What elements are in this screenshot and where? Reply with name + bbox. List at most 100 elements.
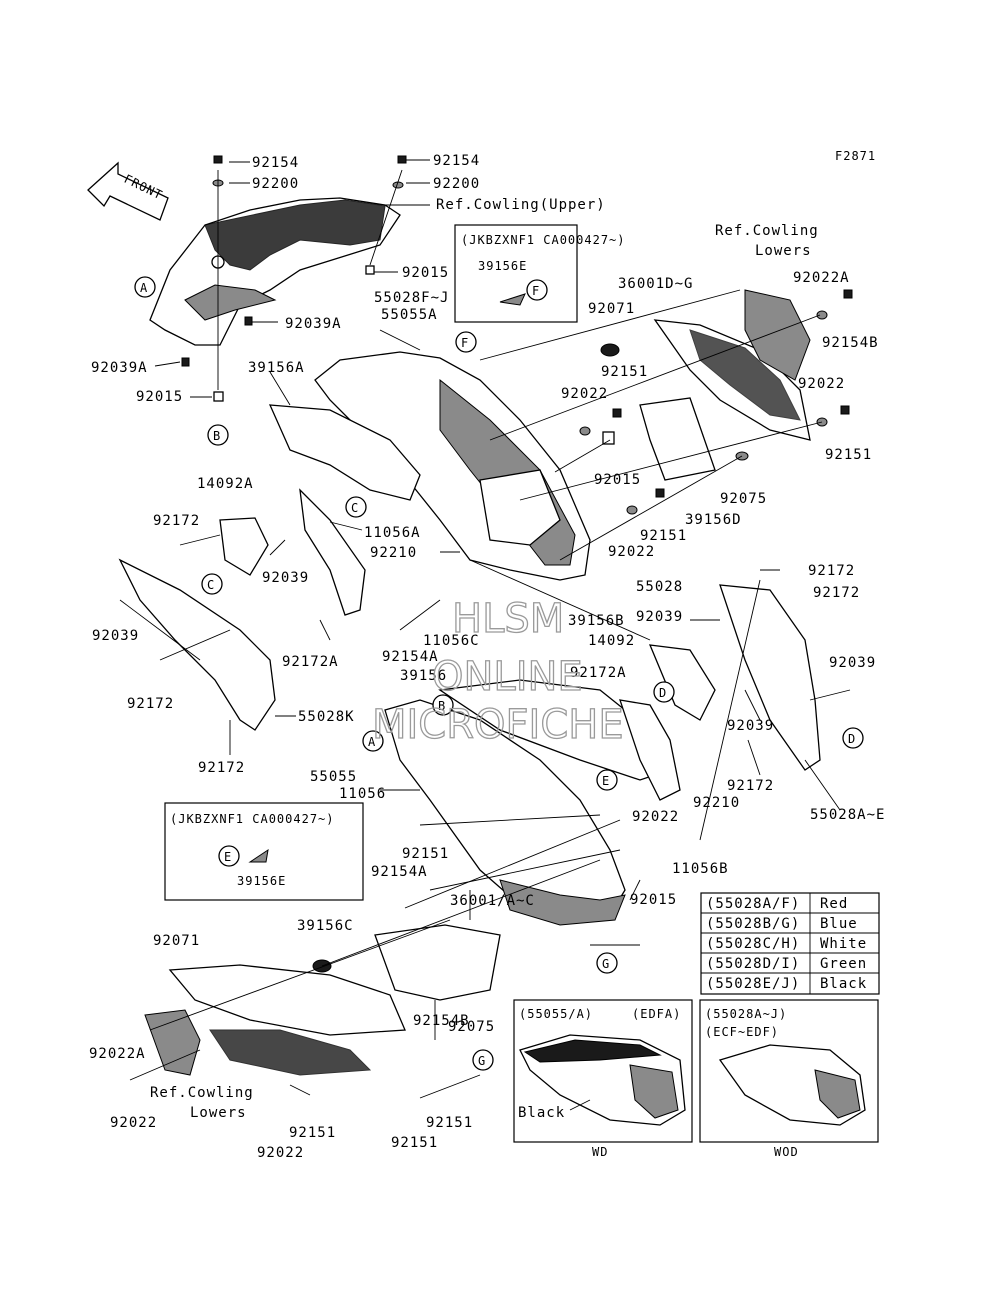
svg-text:White: White [820,936,867,952]
ref-cowling-lowers-bottom-2: Lowers [190,1105,247,1121]
svg-text:B: B [213,429,221,443]
svg-text:G: G [602,957,610,971]
svg-text:E: E [602,774,610,788]
svg-text:11056A: 11056A [364,525,421,541]
svg-text:92015: 92015 [630,892,677,908]
svg-text:92172: 92172 [153,513,200,529]
svg-text:F: F [461,336,469,350]
part-11056 [619,699,681,801]
callout-g-mid: G [596,952,618,974]
svg-text:39156C: 39156C [297,918,354,934]
svg-text:D: D [848,732,856,746]
svg-text:(55028B/G): (55028B/G) [706,916,800,932]
svg-text:92172A: 92172A [570,665,627,681]
svg-text:92151: 92151 [426,1115,473,1131]
svg-text:(EDFA): (EDFA) [632,1007,681,1021]
svg-text:MICROFICHE: MICROFICHE [372,702,624,748]
center-fasteners [579,289,853,515]
svg-text:Black: Black [820,976,867,992]
svg-text:(55055/A): (55055/A) [519,1007,593,1021]
svg-text:92210: 92210 [370,545,417,561]
ref-cowling-lowers-top-1: Ref.Cowling [715,223,819,239]
svg-text:92154: 92154 [252,155,299,171]
inset-wod: (55028A~J) (ECF~EDF) WOD [699,999,879,1159]
svg-text:92200: 92200 [252,176,299,192]
svg-text:92022: 92022 [110,1115,157,1131]
svg-text:36001/A~C: 36001/A~C [450,893,535,909]
svg-text:92071: 92071 [153,933,200,949]
svg-text:92151: 92151 [402,846,449,862]
serial-box-lower: (JKBZXNF1 CA000427~) E 39156E [164,802,364,901]
svg-text:92022: 92022 [608,544,655,560]
callout-b-mid: B [432,694,454,716]
svg-text:WD: WD [592,1145,608,1159]
svg-text:39156E: 39156E [478,259,527,273]
svg-text:55028K: 55028K [298,709,355,725]
callout-a-mid: A [362,730,384,752]
svg-text:92154B: 92154B [822,335,879,351]
watermark: HLSM ONLINE MICROFICHE [371,595,624,748]
svg-text:36001D~G: 36001D~G [618,276,693,292]
svg-text:92154: 92154 [433,153,480,169]
svg-text:92022: 92022 [632,809,679,825]
lower-left-cowl-part [144,959,406,1076]
left-bracket-parts [219,488,366,616]
part-number-labels: 92154 92200 92154 92200 92015 92039A 920… [89,153,884,1161]
svg-text:(55028E/J): (55028E/J) [706,976,800,992]
svg-text:92172: 92172 [813,585,860,601]
svg-text:92022A: 92022A [89,1046,146,1062]
serial-box-upper: (JKBZXNF1 CA000427~) 39156E F [454,224,625,323]
svg-text:55028: 55028 [636,579,683,595]
svg-text:92039A: 92039A [91,360,148,376]
svg-text:92039: 92039 [262,570,309,586]
callout-b-top: B [207,424,229,446]
lower-main-cowl-part [384,699,626,926]
main-fairing-part [314,351,591,581]
svg-text:92200: 92200 [433,176,480,192]
svg-text:55055A: 55055A [381,307,438,323]
svg-text:92172A: 92172A [282,654,339,670]
svg-text:14092A: 14092A [197,476,254,492]
callout-c-lower: C [201,573,223,595]
svg-text:92075: 92075 [448,1019,495,1035]
svg-text:92022: 92022 [798,376,845,392]
svg-text:A: A [140,281,148,295]
svg-text:14092: 14092 [588,633,635,649]
svg-text:92172: 92172 [198,760,245,776]
svg-text:11056C: 11056C [423,633,480,649]
svg-text:92154A: 92154A [371,864,428,880]
svg-text:55055: 55055 [310,769,357,785]
callout-d-left: D [653,681,675,703]
svg-text:D: D [659,686,667,700]
leader-lines [119,159,851,1099]
svg-text:92022: 92022 [561,386,608,402]
svg-text:92071: 92071 [588,301,635,317]
svg-text:E: E [224,850,232,864]
svg-text:Red: Red [820,896,848,912]
decal-39156c [374,924,501,1001]
svg-text:92172: 92172 [127,696,174,712]
svg-text:39156: 39156 [400,668,447,684]
callout-f-main: F [455,331,477,353]
svg-text:55028F~J: 55028F~J [374,290,449,306]
ref-cowling-upper: Ref.Cowling(Upper) [436,197,606,213]
svg-text:39156D: 39156D [685,512,742,528]
svg-text:39156B: 39156B [568,613,625,629]
svg-text:Blue: Blue [820,916,858,932]
callout-d-right: D [842,727,864,749]
decal-39156d [639,397,716,481]
ref-cowling-lowers-top-2: Lowers [755,243,812,259]
right-side-panel-part [719,584,821,771]
svg-text:HLSM: HLSM [452,596,564,642]
svg-text:ONLINE: ONLINE [432,654,583,700]
inset-wd: (55055/A) (EDFA) Black WD [513,999,693,1159]
figure-id: F2871 [835,149,876,163]
svg-text:92154B: 92154B [413,1013,470,1029]
svg-text:(55028D/I): (55028D/I) [706,956,800,972]
svg-text:92039: 92039 [727,718,774,734]
part-label-92151-bottom: 92151 [391,1135,438,1151]
svg-text:92015: 92015 [594,472,641,488]
svg-text:C: C [207,578,215,592]
